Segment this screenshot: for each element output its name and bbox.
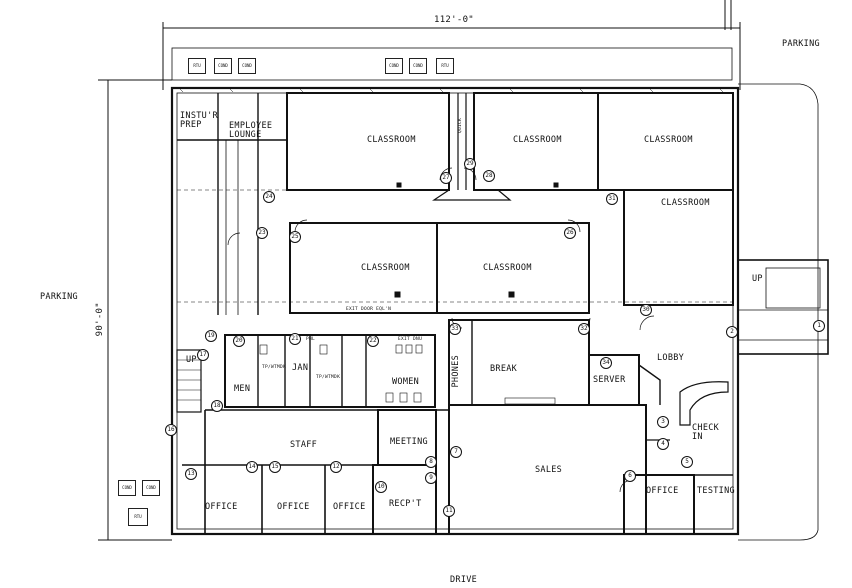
check-in-desk <box>679 381 729 426</box>
room-classroom-2: CLASSROOM <box>513 135 562 145</box>
top-dimension-label: 112'-0" <box>434 15 475 25</box>
cond-unit: COND <box>214 58 232 74</box>
exit-note-label: EXIT DOOR EQL'N <box>346 307 392 312</box>
parking-left-label: PARKING <box>40 292 78 302</box>
room-classroom-5: CLASSROOM <box>483 263 532 273</box>
door-tag-20: 20 <box>233 335 245 347</box>
door-tag-9: 9 <box>425 472 437 484</box>
room-men: MEN <box>234 384 251 394</box>
break-room-walls <box>448 319 590 406</box>
room-jan: JAN <box>292 363 309 373</box>
door-tag-15: 15 <box>269 461 281 473</box>
cond-unit: COND <box>409 58 427 74</box>
door-tag-22: 22 <box>367 335 379 347</box>
parking-curb <box>738 83 819 541</box>
stair-up-right-label: UP <box>752 274 763 284</box>
door-tag-31: 31 <box>606 193 618 205</box>
tpwtmdk-note-men: TP/WTMDK <box>262 365 287 370</box>
door-tag-17: 17 <box>197 349 209 361</box>
room-sales: SALES <box>535 465 563 475</box>
classroom-6-walls <box>623 189 734 306</box>
side-dimension-label: 90'-0" <box>95 302 105 337</box>
reception-walls <box>372 464 437 535</box>
door-tag-13: 13 <box>185 468 197 480</box>
door-tag-28: 28 <box>483 170 495 182</box>
door-tag-34: 34 <box>600 357 612 369</box>
door-tag-33: 33 <box>449 323 461 335</box>
door-tag-3: 3 <box>657 416 669 428</box>
parking-top-label: PARKING <box>782 39 820 49</box>
room-recpt: RECP'T <box>389 499 422 509</box>
door-tag-14: 14 <box>246 461 258 473</box>
room-staff: STAFF <box>290 440 318 450</box>
door-tag-11: 11 <box>443 505 455 517</box>
door-tag-19: 19 <box>205 330 217 342</box>
entry-vestibule <box>737 259 829 355</box>
door-tag-8: 8 <box>425 456 437 468</box>
door-tag-26: 26 <box>564 227 576 239</box>
door-tag-24: 24 <box>263 191 275 203</box>
tpwtmdk-note-women: TP/WTMDK <box>316 375 341 380</box>
exit-dnu-note: EXIT DNU <box>398 337 423 342</box>
stair-left <box>176 349 202 413</box>
door-tag-30: 30 <box>640 304 652 316</box>
quick-note: QUICK <box>458 118 463 134</box>
room-office-2: OFFICE <box>277 502 310 512</box>
room-office-3: OFFICE <box>333 502 366 512</box>
room-break: BREAK <box>490 364 518 374</box>
room-phones: PHONES <box>451 355 461 388</box>
door-tag-32: 32 <box>578 323 590 335</box>
cond-unit: COND <box>385 58 403 74</box>
drive-label: DRIVE <box>450 575 478 585</box>
rooftop-equipment-area <box>171 47 733 81</box>
cond-unit: COND <box>118 480 136 496</box>
door-tag-7: 7 <box>450 446 462 458</box>
room-classroom-1: CLASSROOM <box>367 135 416 145</box>
rtu-unit: RTU <box>436 58 454 74</box>
room-women: WOMEN <box>392 377 420 387</box>
door-tag-10: 10 <box>375 481 387 493</box>
office-4-walls <box>623 474 695 535</box>
room-testing: TESTING <box>697 486 735 496</box>
jan-note: PHL <box>306 337 316 342</box>
door-tag-21: 21 <box>289 333 301 345</box>
room-instr-prep: INSTU'R PREP <box>180 111 218 130</box>
rtu-unit: RTU <box>128 508 148 526</box>
door-tag-6: 6 <box>624 470 636 482</box>
door-tag-12: 12 <box>330 461 342 473</box>
door-tag-27: 27 <box>440 172 452 184</box>
door-tag-4: 4 <box>657 438 669 450</box>
door-tag-29: 29 <box>464 158 476 170</box>
room-lobby: LOBBY <box>657 353 685 363</box>
door-tag-2: 2 <box>726 326 738 338</box>
door-tag-18: 18 <box>211 400 223 412</box>
rtu-unit: RTU <box>188 58 206 74</box>
door-tag-25: 25 <box>289 231 301 243</box>
room-classroom-6: CLASSROOM <box>661 198 710 208</box>
door-tag-23: 23 <box>256 227 268 239</box>
classroom-5-walls <box>436 222 590 314</box>
room-check-in: CHECK IN <box>692 423 720 442</box>
door-tag-16: 16 <box>165 424 177 436</box>
door-tag-1: 1 <box>813 320 825 332</box>
cond-unit: COND <box>142 480 160 496</box>
cond-unit: COND <box>238 58 256 74</box>
room-office-4: OFFICE <box>646 486 679 496</box>
stair-up-left-label: UP <box>186 355 197 365</box>
room-employee-lounge: EMPLOYEE LOUNGE <box>229 121 273 140</box>
room-office-1: OFFICE <box>205 502 238 512</box>
room-server: SERVER <box>593 375 626 385</box>
restroom-block <box>224 334 436 408</box>
room-classroom-4: CLASSROOM <box>361 263 410 273</box>
classroom-1-walls <box>286 92 450 191</box>
door-tag-5: 5 <box>681 456 693 468</box>
room-meeting: MEETING <box>390 437 428 447</box>
room-classroom-3: CLASSROOM <box>644 135 693 145</box>
